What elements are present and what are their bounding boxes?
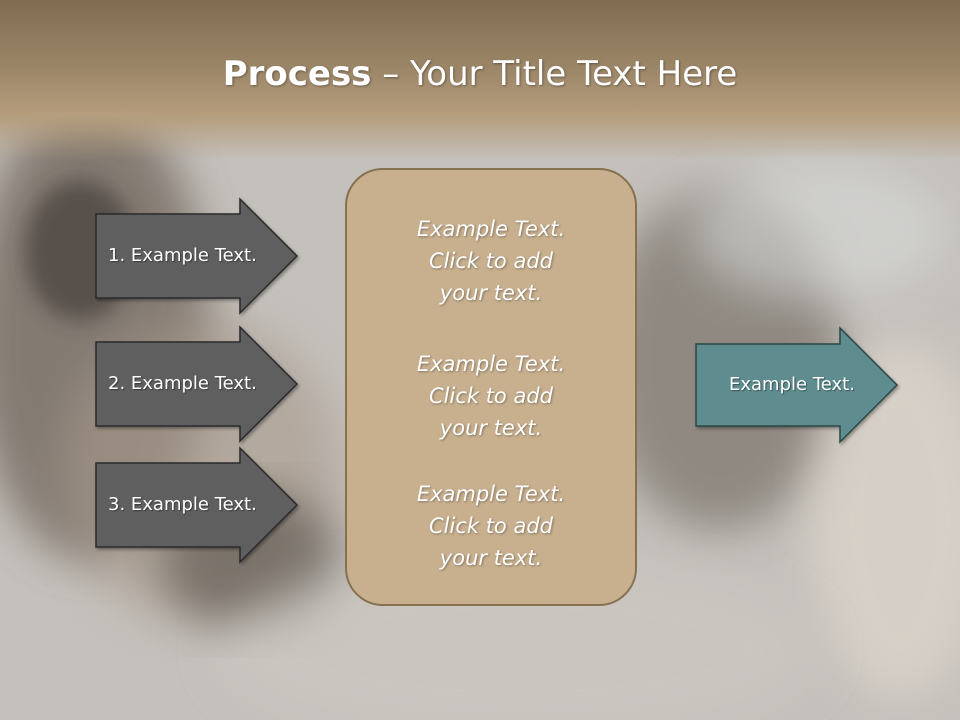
title-rest: – Your Title Text Here — [371, 54, 738, 94]
center-text-box[interactable] — [345, 168, 637, 606]
output-arrow[interactable] — [695, 326, 899, 444]
paragraph-line: Example Text. — [416, 217, 566, 241]
step-1-label: 1. Example Text. — [108, 245, 257, 266]
paragraph-line: your text. — [439, 546, 543, 570]
center-paragraph-2[interactable]: Example Text. Click to add your text. — [345, 348, 637, 444]
paragraph-line: your text. — [439, 416, 543, 440]
step-3-label: 3. Example Text. — [108, 494, 257, 515]
step-3-arrow[interactable] — [95, 446, 299, 564]
center-paragraph-3[interactable]: Example Text. Click to add your text. — [345, 478, 637, 574]
paragraph-line: Click to add — [428, 514, 553, 538]
paragraph-line: Example Text. — [416, 482, 566, 506]
step-1-arrow[interactable] — [95, 197, 299, 315]
output-label: Example Text. — [729, 374, 855, 395]
step-2-arrow[interactable] — [95, 325, 299, 443]
paragraph-line: Example Text. — [416, 352, 566, 376]
title-band — [0, 0, 960, 160]
paragraph-line: Click to add — [428, 384, 553, 408]
title-bold: Process — [222, 54, 372, 94]
center-paragraph-1[interactable]: Example Text. Click to add your text. — [345, 213, 637, 309]
paragraph-line: Click to add — [428, 249, 553, 273]
step-2-label: 2. Example Text. — [108, 373, 257, 394]
paragraph-line: your text. — [439, 281, 543, 305]
slide-title[interactable]: Process – Your Title Text Here — [0, 52, 960, 96]
